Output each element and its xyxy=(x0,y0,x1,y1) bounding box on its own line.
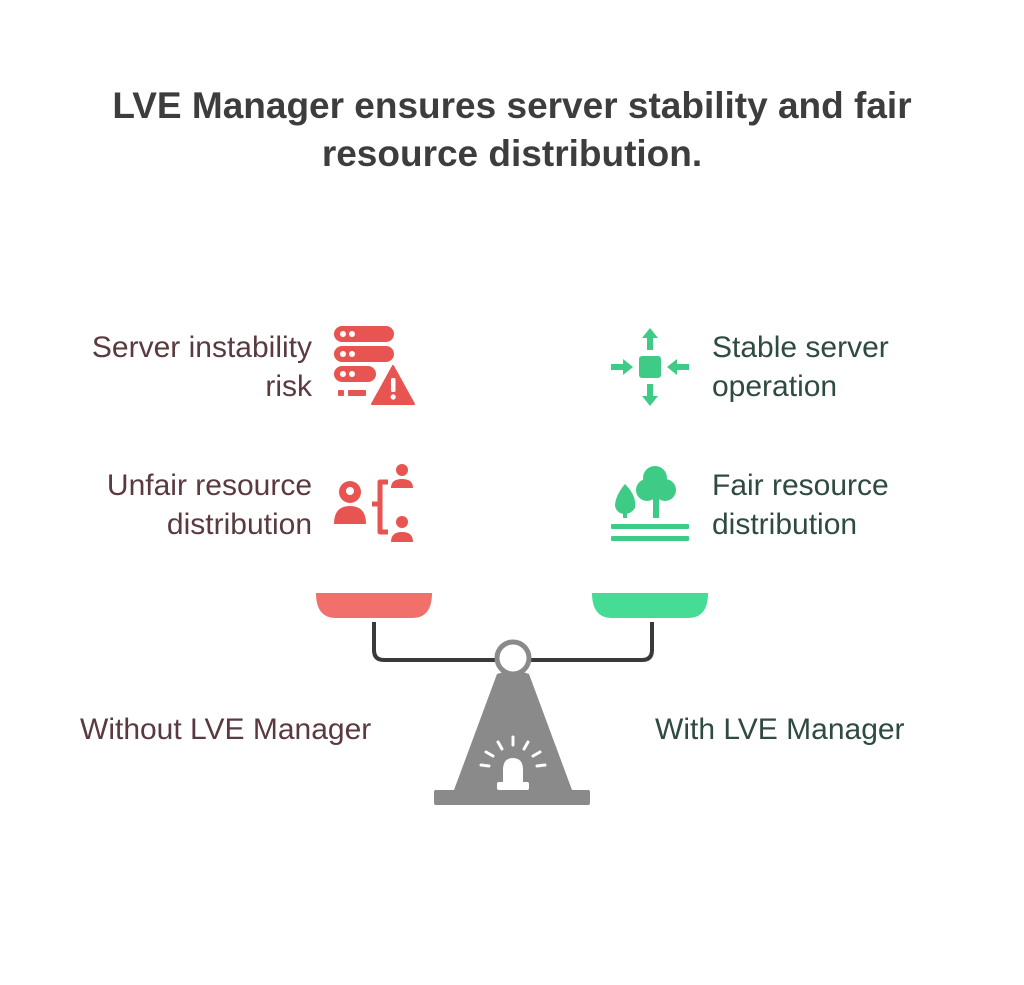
scale-pivot xyxy=(494,639,532,677)
label-fair-distribution: Fair resource distribution xyxy=(712,466,1012,544)
label-stable-operation-line2: operation xyxy=(712,370,838,403)
label-unfair-distribution-line2: distribution xyxy=(166,508,312,541)
label-unfair-distribution-line1: Unfair resource xyxy=(106,469,312,502)
scale-base xyxy=(434,790,590,805)
heading-with-lve: With LVE Manager xyxy=(655,713,905,746)
label-stable-operation: Stable server operation xyxy=(712,328,1012,406)
scale-stand xyxy=(454,671,572,790)
label-fair-distribution-line1: Fair resource xyxy=(712,469,889,502)
left-pan xyxy=(316,593,432,618)
page-title: LVE Manager ensures server stability and… xyxy=(0,82,1024,178)
trees-icon xyxy=(611,466,689,541)
heading-without-lve: Without LVE Manager xyxy=(80,713,372,746)
label-fair-distribution-line2: distribution xyxy=(712,508,858,541)
label-server-instability: Server instability risk xyxy=(40,328,312,406)
title-line-1: LVE Manager ensures server stability and… xyxy=(112,85,912,126)
user-branch-icon xyxy=(334,464,413,542)
left-arm xyxy=(372,622,498,662)
label-server-instability-line2: risk xyxy=(265,370,312,403)
title-line-2: resource distribution. xyxy=(321,133,703,174)
label-server-instability-line1: Server instability xyxy=(91,331,312,364)
right-arm xyxy=(528,622,654,662)
server-warning-icon xyxy=(334,326,415,405)
right-pan xyxy=(592,593,708,618)
converging-arrows-icon xyxy=(611,328,689,406)
beacon-icon xyxy=(479,735,547,790)
label-stable-operation-line1: Stable server xyxy=(712,331,889,364)
label-unfair-distribution: Unfair resource distribution xyxy=(40,466,312,544)
